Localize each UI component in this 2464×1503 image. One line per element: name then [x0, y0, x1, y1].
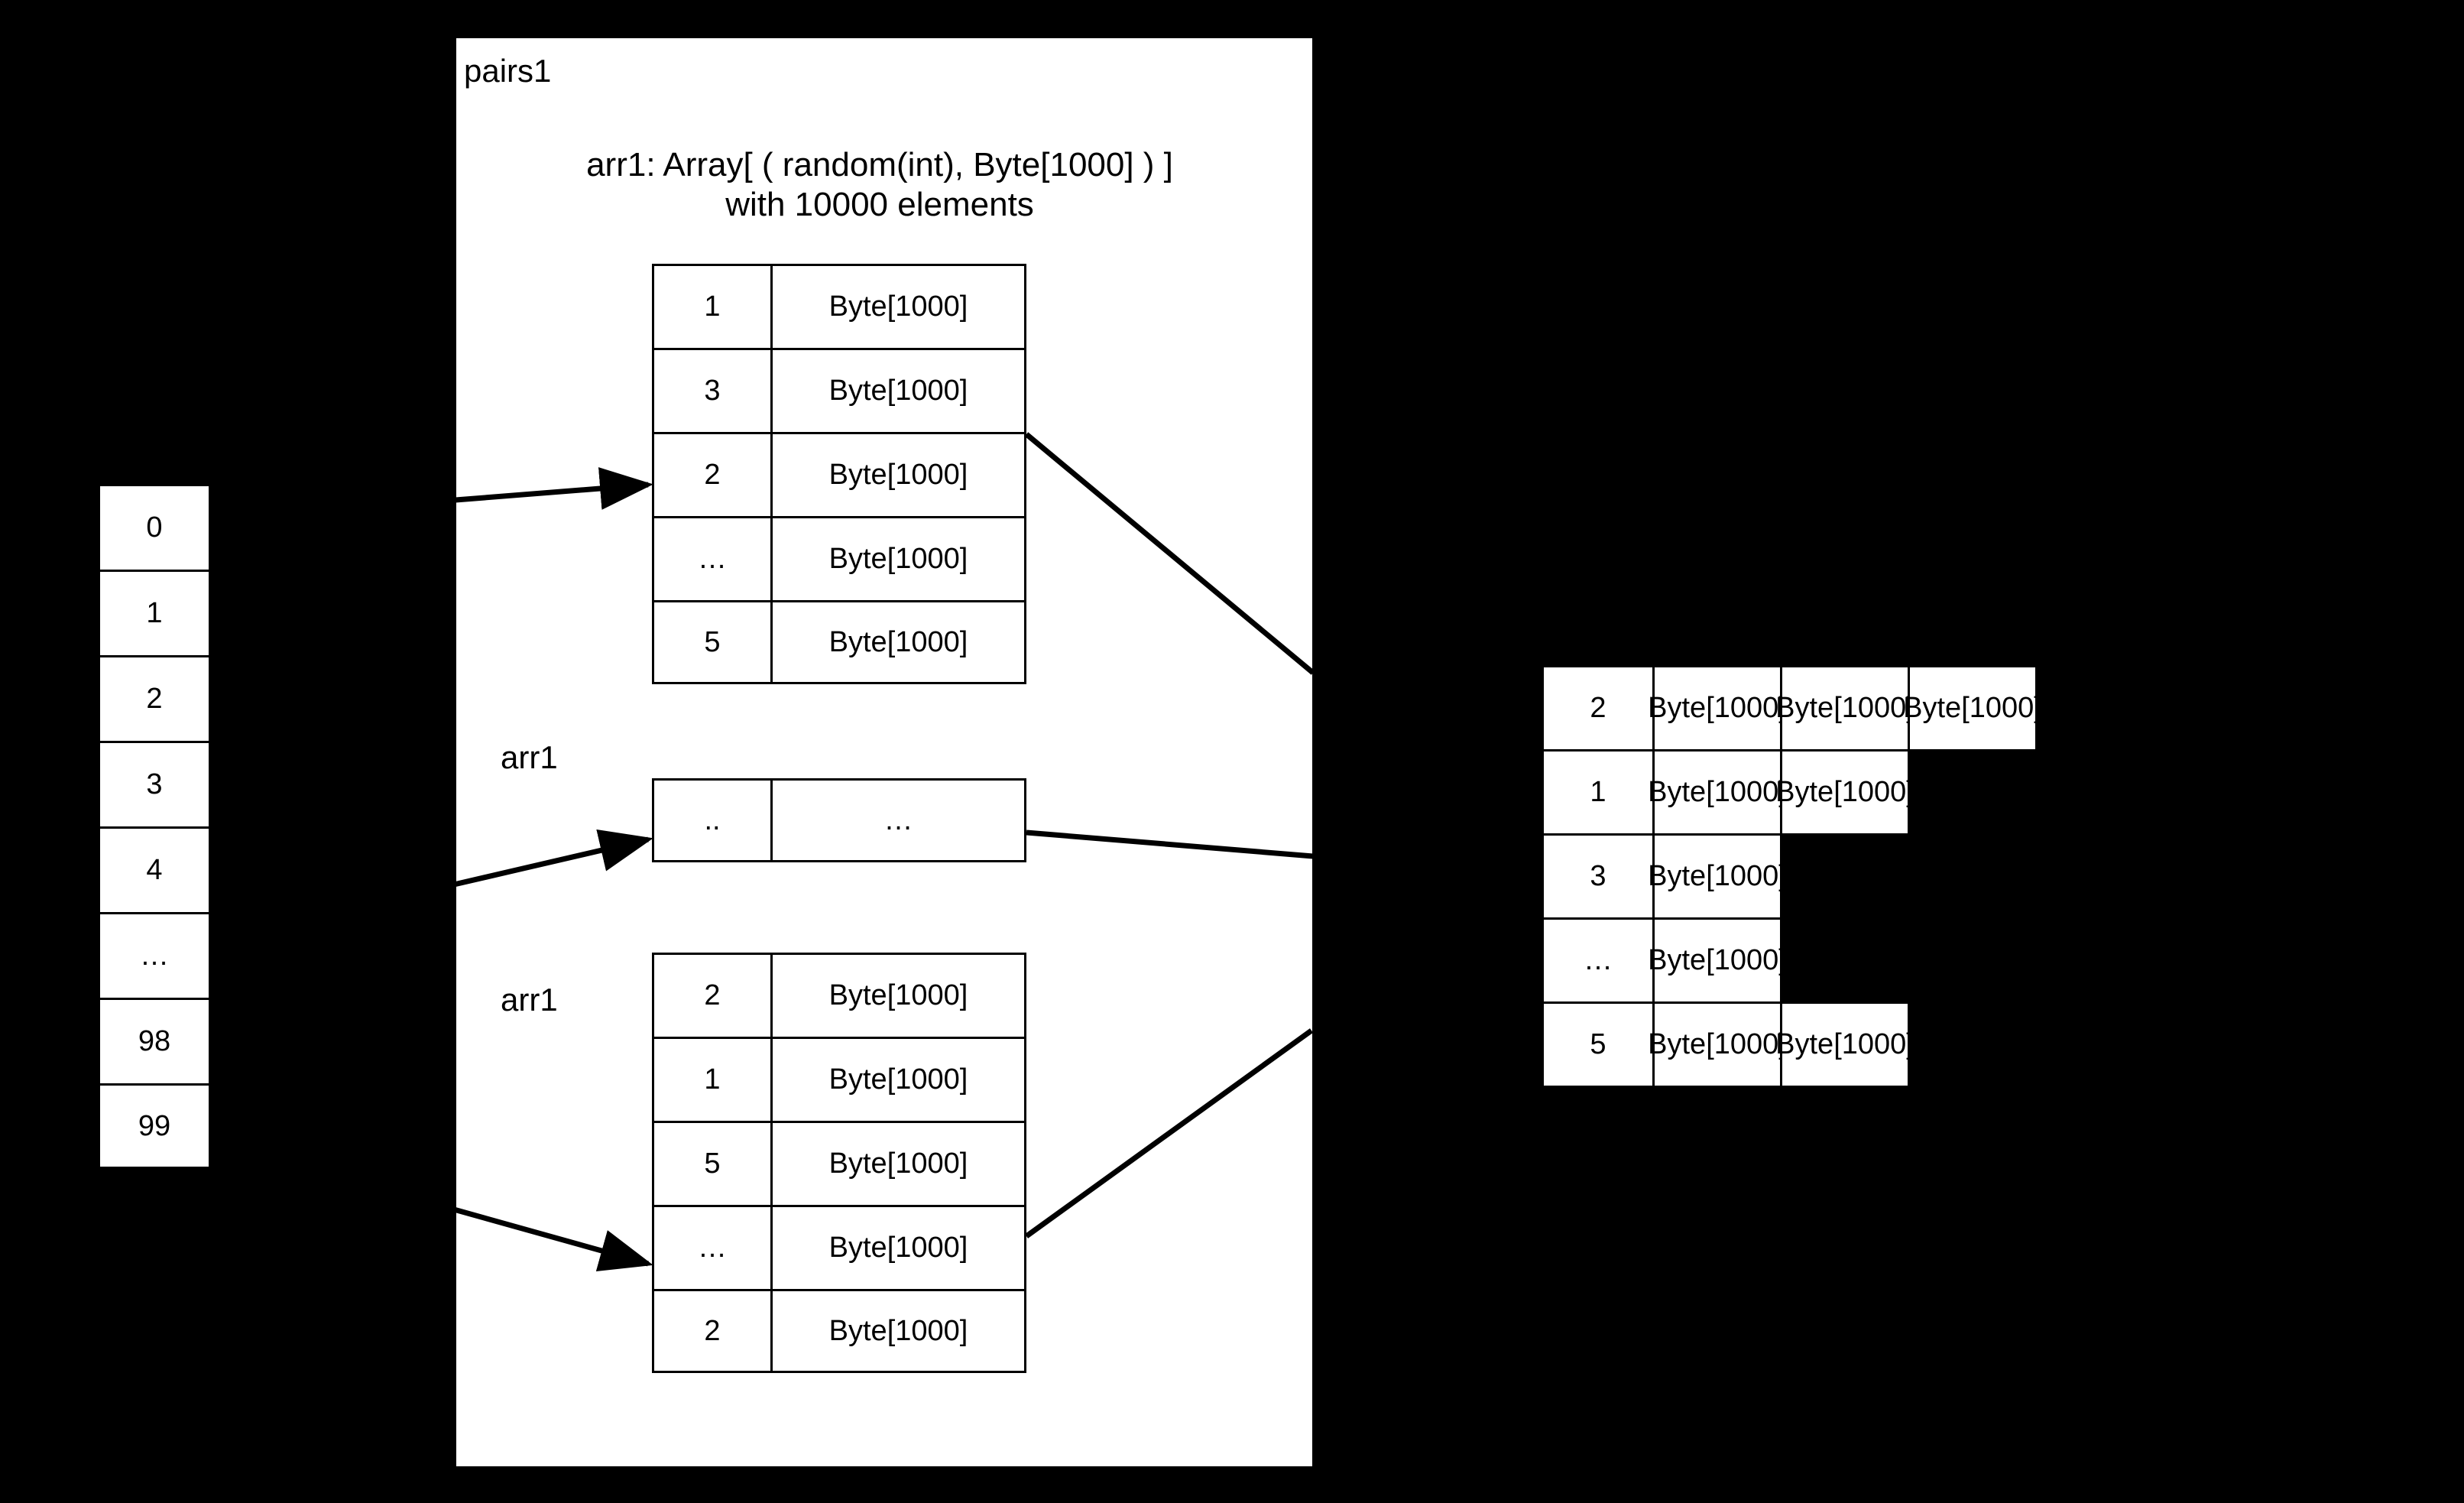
bucket-value: Byte[1000] [1648, 833, 1787, 920]
pair-value: Byte[1000] [770, 264, 1026, 348]
index-cell: 3 [98, 741, 211, 826]
table-row: 2 Byte[1000] [652, 1289, 1026, 1373]
pair-value: Byte[1000] [770, 953, 1026, 1037]
byte-buckets-table: 2 Byte[1000] Byte[1000] Byte[1000] 1 Byt… [1542, 665, 2042, 1088]
table-row: 3 Byte[1000] [1542, 833, 2038, 920]
index-cell: 4 [98, 826, 211, 912]
table-row: 1 Byte[1000] [652, 264, 1026, 348]
table-row: 2 Byte[1000] [652, 432, 1026, 516]
index-cell: 2 [98, 655, 211, 741]
table-row: 2 Byte[1000] Byte[1000] Byte[1000] [1542, 665, 2042, 752]
pair-value: Byte[1000] [770, 1037, 1026, 1121]
pair-value: Byte[1000] [770, 348, 1026, 432]
bucket-key: 3 [1542, 833, 1655, 920]
table-row: 2 Byte[1000] [652, 953, 1026, 1037]
pair-key: .. [652, 778, 770, 862]
table-row: 5 Byte[1000] [652, 600, 1026, 684]
panel-title: pairs1 [464, 53, 552, 89]
pairs-table-bottom-label: arr1 [501, 982, 558, 1018]
index-cell: 0 [98, 484, 211, 570]
pairs-table-bottom: 2 Byte[1000] 1 Byte[1000] 5 Byte[1000] …… [652, 953, 1026, 1373]
table-row: .. … [652, 778, 1026, 862]
pairs-table-top: 1 Byte[1000] 3 Byte[1000] 2 Byte[1000] …… [652, 264, 1026, 684]
pair-value: Byte[1000] [770, 1205, 1026, 1289]
bucket-key: … [1542, 917, 1655, 1004]
bucket-value: Byte[1000] [1775, 665, 1914, 752]
pair-key: 2 [652, 1289, 770, 1373]
index-column: 0 1 2 3 4 … 98 99 [98, 484, 211, 1169]
table-row: … Byte[1000] [652, 516, 1026, 600]
bucket-value: Byte[1000] [1648, 665, 1787, 752]
table-row: … Byte[1000] [652, 1205, 1026, 1289]
pair-value: Byte[1000] [770, 1289, 1026, 1373]
bucket-value: Byte[1000] [1648, 1001, 1787, 1088]
pair-key: … [652, 1205, 770, 1289]
bucket-value: Byte[1000] [1775, 1001, 1914, 1088]
pair-key: 5 [652, 600, 770, 684]
pair-key: 5 [652, 1121, 770, 1205]
pair-key: 2 [652, 953, 770, 1037]
bucket-key: 1 [1542, 749, 1655, 836]
index-cell: … [98, 912, 211, 998]
panel-caption-line-1: arr1: Array[ ( random(int), Byte[1000] )… [586, 146, 1173, 183]
bucket-value: Byte[1000] [1648, 749, 1787, 836]
pair-value: Byte[1000] [770, 1121, 1026, 1205]
table-row: 1 Byte[1000] Byte[1000] [1542, 749, 2038, 836]
bucket-key: 5 [1542, 1001, 1655, 1088]
pair-key: 2 [652, 432, 770, 516]
index-cell: 1 [98, 570, 211, 655]
index-cell: 99 [98, 1083, 211, 1169]
table-row: 1 Byte[1000] [652, 1037, 1026, 1121]
pair-value: Byte[1000] [770, 600, 1026, 684]
bucket-value: Byte[1000] [1648, 917, 1787, 1004]
table-row: … Byte[1000] [1542, 917, 2038, 1004]
table-row: 3 Byte[1000] [652, 348, 1026, 432]
index-cell: 98 [98, 998, 211, 1083]
table-row: 5 Byte[1000] [652, 1121, 1026, 1205]
panel-caption-line-2: with 10000 elements [725, 186, 1034, 223]
pair-value: Byte[1000] [770, 516, 1026, 600]
pair-key: … [652, 516, 770, 600]
pair-key: 1 [652, 264, 770, 348]
pair-key: 3 [652, 348, 770, 432]
pair-value: … [770, 778, 1026, 862]
pair-value: Byte[1000] [770, 432, 1026, 516]
pairs1-panel: pairs1 arr1: Array[ ( random(int), Byte[… [456, 38, 1312, 1466]
pairs-table-middle-label: arr1 [501, 739, 558, 775]
pairs-table-middle: .. … [652, 778, 1026, 862]
bucket-key: 2 [1542, 665, 1655, 752]
bucket-value: Byte[1000] [1903, 665, 2042, 752]
pair-key: 1 [652, 1037, 770, 1121]
bucket-value: Byte[1000] [1775, 749, 1914, 836]
table-row: 5 Byte[1000] Byte[1000] [1542, 1001, 2038, 1088]
